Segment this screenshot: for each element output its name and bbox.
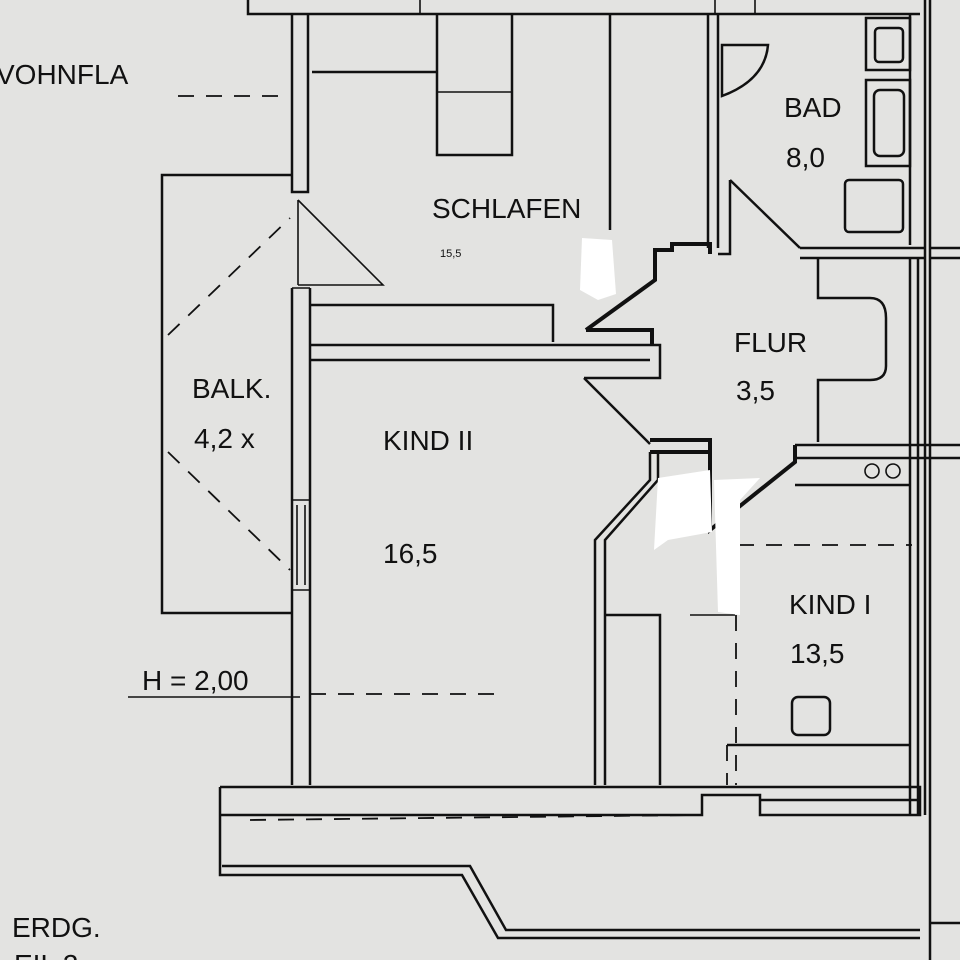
flur-label: FLUR <box>734 327 807 358</box>
left-exterior-wall <box>290 14 312 785</box>
schlafen-kind-wall <box>310 303 662 380</box>
balk-label: BALK. <box>192 373 271 404</box>
bed-furniture <box>312 14 612 230</box>
erdg-label: ERDG. <box>12 912 101 943</box>
height-label: H = 2,00 <box>142 665 249 696</box>
kind1-area: 13,5 <box>790 638 845 669</box>
balcony-door-swing <box>297 199 385 286</box>
kind1-details <box>726 544 912 785</box>
flur-walls <box>583 179 888 535</box>
kind2-area: 16,5 <box>383 538 438 569</box>
schlafen-label: SCHLAFEN <box>432 193 581 224</box>
bottom-cut-label: EIL 2 <box>14 949 78 960</box>
whiteout-patches <box>580 238 760 615</box>
bad-label: BAD <box>784 92 842 123</box>
kind2-label: KIND II <box>383 425 473 456</box>
balk-area: 4,2 x <box>194 423 255 454</box>
flur-area: 3,5 <box>736 375 775 406</box>
kitchen-strip <box>795 443 960 487</box>
bad-fixtures <box>720 16 912 234</box>
wohnfla-label: VOHNFLA <box>0 59 129 90</box>
bad-area: 8,0 <box>786 142 825 173</box>
balcony <box>160 173 292 615</box>
kind1-label: KIND I <box>789 589 871 620</box>
bottom-terrace <box>218 785 960 940</box>
top-wall <box>246 0 920 16</box>
kind-walls <box>593 258 920 815</box>
schlafen-area: 15,5 <box>440 248 461 260</box>
